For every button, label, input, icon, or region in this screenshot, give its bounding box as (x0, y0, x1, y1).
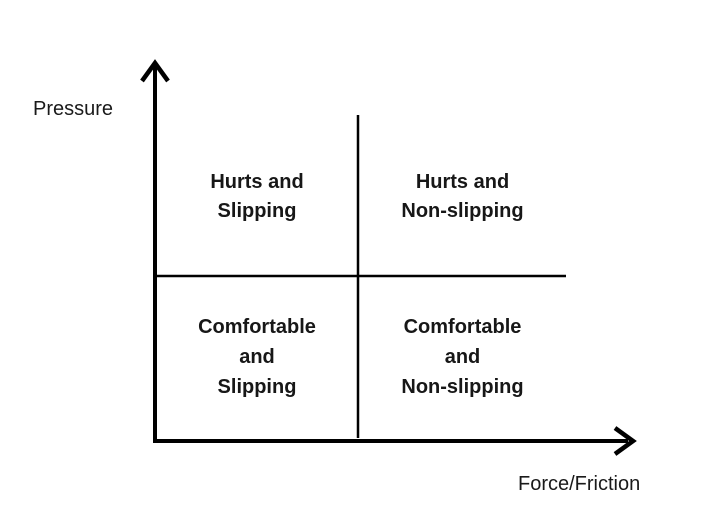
x-axis-label: Force/Friction (518, 473, 641, 495)
quadrant-label-line: Hurts and (210, 171, 304, 193)
quadrant-label-line: Non-slipping (401, 376, 524, 398)
quadrant-comfortable-non-slipping: Comfortable and Non-slipping (360, 312, 565, 402)
quadrant-label-line: Hurts and (415, 171, 510, 193)
quadrant-label-line: Non-slipping (401, 200, 524, 222)
quadrant-hurts-non-slipping: Hurts and Non-slipping (360, 168, 565, 226)
quadrant-label-line: Comfortable (198, 316, 316, 338)
quadrant-label-line: Comfortable (403, 316, 522, 338)
quadrant-label-line: Slipping (217, 376, 297, 398)
quadrant-hurts-slipping: Hurts and Slipping (156, 168, 358, 226)
quadrant-comfortable-slipping: Comfortable and Slipping (156, 312, 358, 402)
quadrant-label-line: and (239, 346, 275, 368)
quadrant-label-line: Slipping (217, 200, 297, 222)
y-axis-arrowhead-icon (140, 59, 170, 83)
x-axis-arrowhead-icon (613, 426, 637, 456)
quadrant-label-line: and (444, 346, 481, 368)
y-axis-label: Pressure (33, 98, 114, 120)
